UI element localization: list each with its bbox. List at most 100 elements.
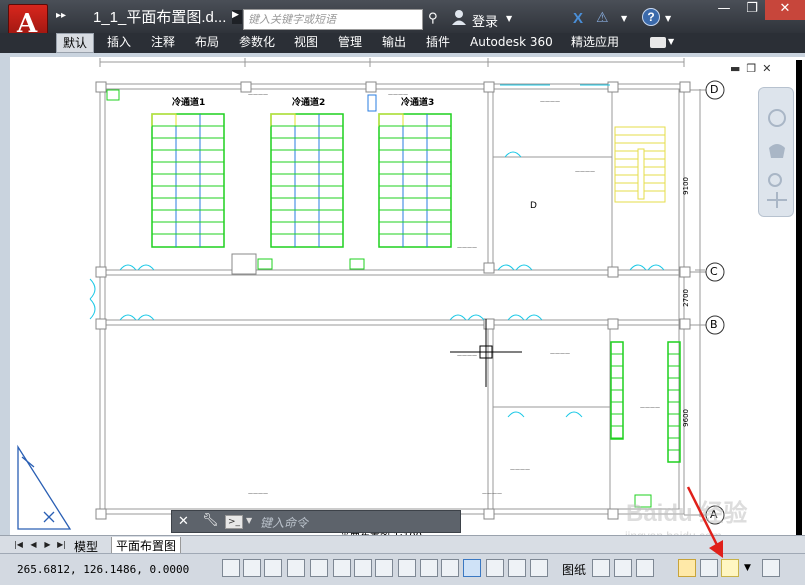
autocad-logo-icon: A bbox=[17, 9, 38, 39]
svg-text:————: ———— bbox=[550, 351, 570, 357]
snap-mode-icon[interactable] bbox=[243, 559, 261, 577]
svg-text:————: ———— bbox=[388, 92, 408, 98]
command-input[interactable]: 键入命令 bbox=[260, 516, 309, 530]
floor-plan-drawing: ———— ———— ———— ———— ———— ———— ———— ———— ————… bbox=[17, 58, 725, 530]
svg-text:————: ———— bbox=[510, 467, 530, 473]
clean-screen-icon[interactable] bbox=[762, 559, 780, 577]
help-icon[interactable]: ? bbox=[642, 8, 660, 26]
orbit-icon[interactable] bbox=[767, 192, 787, 208]
tab-autodesk-360[interactable]: Autodesk 360 bbox=[470, 35, 553, 49]
ribbon-tab-bar: 默认 插入 注释 布局 参数化 视图 管理 输出 插件 Autodesk 360… bbox=[0, 33, 805, 53]
dynamic-ucs-icon[interactable] bbox=[398, 559, 416, 577]
object-snap-icon[interactable] bbox=[333, 559, 351, 577]
chevron-down-icon[interactable]: ▼ bbox=[506, 14, 513, 23]
isolate-objects-icon[interactable] bbox=[721, 559, 739, 577]
navigation-bar[interactable] bbox=[758, 87, 794, 217]
arrow-annotation-icon bbox=[686, 486, 723, 558]
annotation-monitor-icon[interactable] bbox=[530, 559, 548, 577]
tab-default[interactable]: 默认 bbox=[56, 33, 95, 53]
chevron-down-icon[interactable]: ▼ bbox=[246, 516, 253, 525]
binoculars-icon[interactable]: ⚲ bbox=[428, 11, 438, 26]
viewport-close-icon[interactable]: ✕ bbox=[762, 62, 778, 75]
chevron-down-icon[interactable]: ▼ bbox=[665, 14, 672, 23]
chevron-down-icon[interactable]: ▼ bbox=[668, 37, 675, 46]
title-bar: A ▼ ▸▸ 1_1_平面布置图.d... ▶ 键入关键字或短语 ⚲ 登录 ▼ … bbox=[0, 0, 805, 46]
tab-manage[interactable]: 管理 bbox=[338, 35, 363, 49]
transparency-icon[interactable] bbox=[463, 559, 481, 577]
dimension-label: 2700 bbox=[682, 289, 690, 307]
svg-text:————: ———— bbox=[457, 353, 477, 359]
tab-view[interactable]: 视图 bbox=[294, 35, 319, 49]
coordinate-readout: 265.6812, 126.1486, 0.0000 bbox=[17, 563, 190, 576]
login-button[interactable]: 登录 bbox=[472, 15, 499, 30]
ortho-mode-icon[interactable] bbox=[287, 559, 305, 577]
search-input[interactable]: 键入关键字或短语 bbox=[243, 9, 423, 30]
dimension-label: 9100 bbox=[682, 177, 690, 195]
quick-view-layouts-icon[interactable] bbox=[592, 559, 610, 577]
selection-cycling-icon[interactable] bbox=[508, 559, 526, 577]
first-tab-icon[interactable]: |◀ bbox=[14, 540, 23, 549]
chevron-down-icon[interactable]: ▼ bbox=[744, 563, 751, 573]
dynamic-input-icon[interactable] bbox=[420, 559, 438, 577]
tab-parametric[interactable]: 参数化 bbox=[239, 35, 276, 49]
command-line[interactable]: ✕ 🔧︎ >_ ▼ 键入命令 bbox=[171, 510, 461, 533]
exchange-icon[interactable]: X bbox=[573, 10, 584, 27]
drawing-canvas[interactable]: ———— ———— ———— ———— ———— ———— ———— ———— ————… bbox=[10, 57, 791, 535]
document-title: 1_1_平面布置图.d... bbox=[93, 9, 227, 26]
tab-model[interactable]: 模型 bbox=[74, 540, 99, 554]
svg-text:————: ———— bbox=[248, 491, 268, 497]
tab-annotate[interactable]: 注释 bbox=[151, 35, 176, 49]
prev-tab-icon[interactable]: ◀ bbox=[30, 540, 37, 549]
grid-a-label: A bbox=[710, 508, 718, 521]
close-button[interactable]: ✕ bbox=[765, 0, 805, 20]
minimize-button[interactable]: — bbox=[717, 1, 731, 16]
workspace-switch-icon[interactable] bbox=[678, 559, 696, 577]
lock-ui-icon[interactable] bbox=[700, 559, 718, 577]
tab-featured-apps[interactable]: 精选应用 bbox=[571, 35, 620, 49]
viewport-controls[interactable]: ▬❐✕ bbox=[730, 62, 778, 75]
ucs-icon bbox=[17, 444, 72, 530]
layout-tab-bar: |◀ ◀ ▶ ▶| 模型 平面布置图 bbox=[0, 535, 805, 555]
svg-text:————: ———— bbox=[575, 169, 595, 175]
3d-object-snap-icon[interactable] bbox=[354, 559, 372, 577]
lineweight-icon[interactable] bbox=[441, 559, 459, 577]
command-prompt-icon[interactable]: >_ bbox=[225, 515, 243, 529]
close-icon[interactable]: ✕ bbox=[178, 514, 189, 529]
autodesk-360-icon[interactable]: ⚠ bbox=[596, 10, 609, 26]
svg-text:————: ———— bbox=[248, 92, 268, 98]
user-icon[interactable] bbox=[452, 9, 466, 25]
zoom-icon[interactable] bbox=[768, 173, 782, 187]
object-snap-tracking-icon[interactable] bbox=[375, 559, 393, 577]
chevron-down-icon[interactable]: ▼ bbox=[621, 14, 628, 23]
quick-access-expand-icon[interactable]: ▸▸ bbox=[56, 10, 67, 21]
svg-text:————: ———— bbox=[640, 405, 660, 411]
grid-c-label: C bbox=[710, 265, 718, 278]
tab-plugins[interactable]: 插件 bbox=[426, 35, 451, 49]
quick-properties-icon[interactable] bbox=[486, 559, 504, 577]
restore-button[interactable]: ❐ bbox=[746, 1, 758, 16]
paper-space-button[interactable]: 图纸 bbox=[562, 563, 587, 577]
maximize-viewport-icon[interactable] bbox=[636, 559, 654, 577]
polar-tracking-icon[interactable] bbox=[310, 559, 328, 577]
grid-d-label: D bbox=[710, 83, 719, 96]
tab-floor-plan-layout[interactable]: 平面布置图 bbox=[111, 537, 182, 555]
pan-icon[interactable] bbox=[769, 144, 785, 158]
quick-view-drawings-icon[interactable] bbox=[614, 559, 632, 577]
next-tab-icon[interactable]: ▶ bbox=[44, 540, 51, 549]
status-bar: 265.6812, 126.1486, 0.0000 图纸 ▼ bbox=[0, 486, 805, 585]
tab-layout[interactable]: 布局 bbox=[195, 35, 220, 49]
steering-wheel-icon[interactable] bbox=[768, 109, 786, 127]
last-tab-icon[interactable]: ▶| bbox=[57, 540, 66, 549]
viewport-minimize-icon[interactable]: ▬ bbox=[730, 62, 747, 75]
tab-output[interactable]: 输出 bbox=[382, 35, 407, 49]
ribbon-toggle-icon[interactable] bbox=[650, 37, 666, 48]
infer-constraints-icon[interactable] bbox=[222, 559, 240, 577]
search-expand-icon[interactable]: ▶ bbox=[232, 10, 242, 24]
svg-text:————: ———— bbox=[457, 245, 477, 251]
cold-aisle-2-label: 冷通道2 bbox=[292, 98, 326, 108]
viewport-restore-icon[interactable]: ❐ bbox=[746, 62, 763, 75]
cold-aisle-3-label: 冷通道3 bbox=[401, 98, 435, 108]
wrench-icon[interactable]: 🔧︎ bbox=[202, 513, 219, 528]
grid-display-icon[interactable] bbox=[264, 559, 282, 577]
tab-insert[interactable]: 插入 bbox=[107, 35, 132, 49]
